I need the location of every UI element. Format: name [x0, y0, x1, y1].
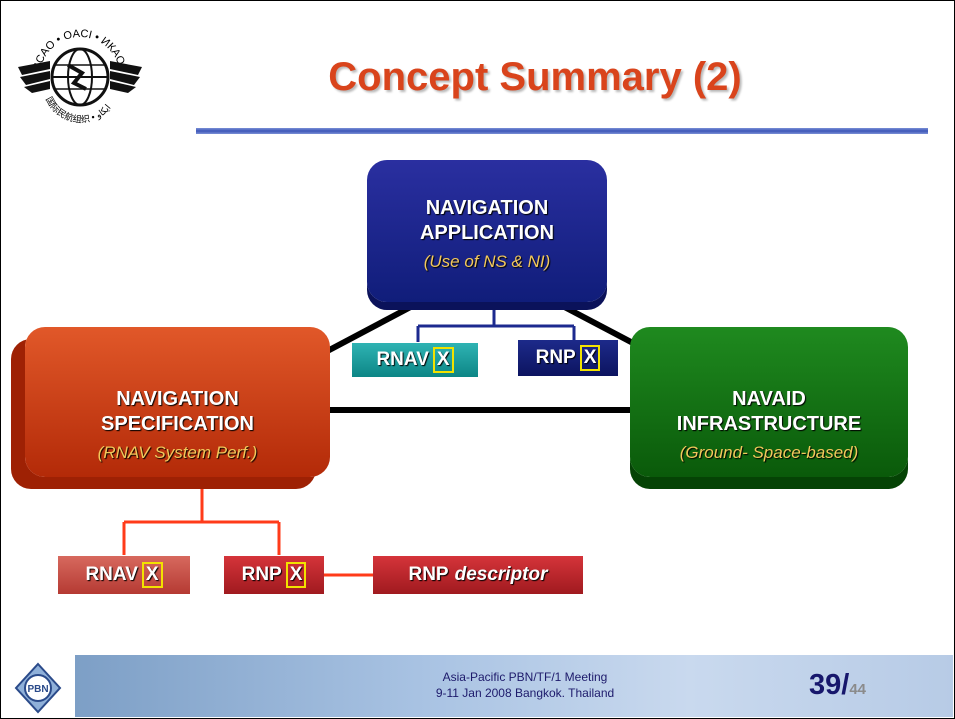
app-rnp-tag: RNP X [518, 340, 618, 376]
nav-app-sub: (Use of NS & NI) [423, 252, 551, 271]
rnp-descriptor-tag: RNP descriptor [373, 556, 583, 594]
navaid-line1: NAVAID [732, 388, 806, 410]
spec-rnav-label: RNAV [85, 564, 138, 585]
app-rnav-tag: RNAV X [352, 343, 478, 377]
spec-rnp-x: X [285, 562, 307, 588]
navaid-infrastructure-box: NAVAID INFRASTRUCTURE (Ground- Space-bas… [630, 327, 908, 477]
spec-rnp-label: RNP [241, 564, 282, 585]
spec-rnav-tag: RNAV X [58, 556, 190, 594]
nav-spec-line2: SPECIFICATION [101, 413, 254, 435]
slide-title: Concept Summary (2) [328, 55, 742, 99]
app-rnp-x: X [579, 345, 601, 371]
footer-line1: Asia-Pacific PBN/TF/1 Meeting [442, 670, 608, 684]
nav-spec-line1: NAVIGATION [116, 388, 239, 410]
nav-app-line1: NAVIGATION [425, 197, 549, 219]
page-total: 44 [849, 681, 867, 698]
spec-rnp-tag: RNP X [224, 556, 324, 594]
navaid-sub: (Ground- Space-based) [679, 443, 859, 462]
navigation-application-box: NAVIGATION APPLICATION (Use of NS & NI) [367, 160, 607, 302]
app-rnav-label: RNAV [376, 349, 429, 370]
page-current: 39/ [809, 669, 850, 701]
title-rule [196, 128, 928, 134]
slide-footer: Asia-Pacific PBN/TF/1 Meeting 9-11 Jan 2… [75, 655, 953, 717]
nav-spec-sub: (RNAV System Perf.) [97, 443, 258, 462]
spec-rnav-x: X [141, 562, 163, 588]
footer-line2: 9-11 Jan 2008 Bangkok. Thailand [435, 686, 615, 700]
app-rnp-label: RNP [535, 347, 576, 368]
page-number: 39/44 [809, 669, 866, 702]
icao-logo: ICAO • OACI • ИКАО 国际民航组织 • ايكاو [10, 5, 150, 145]
pbn-logo-text: PBN [27, 684, 48, 695]
footer-meeting-info: Asia-Pacific PBN/TF/1 Meeting 9-11 Jan 2… [405, 669, 645, 701]
navigation-specification-box: NAVIGATION SPECIFICATION (RNAV System Pe… [25, 327, 330, 477]
descriptor-label: RNP [408, 564, 449, 585]
navaid-line2: INFRASTRUCTURE [676, 413, 862, 435]
nav-app-line2: APPLICATION [419, 222, 555, 244]
descriptor-italic: descriptor [454, 564, 548, 585]
app-rnav-x: X [432, 347, 454, 373]
pbn-logo: PBN [12, 662, 64, 719]
